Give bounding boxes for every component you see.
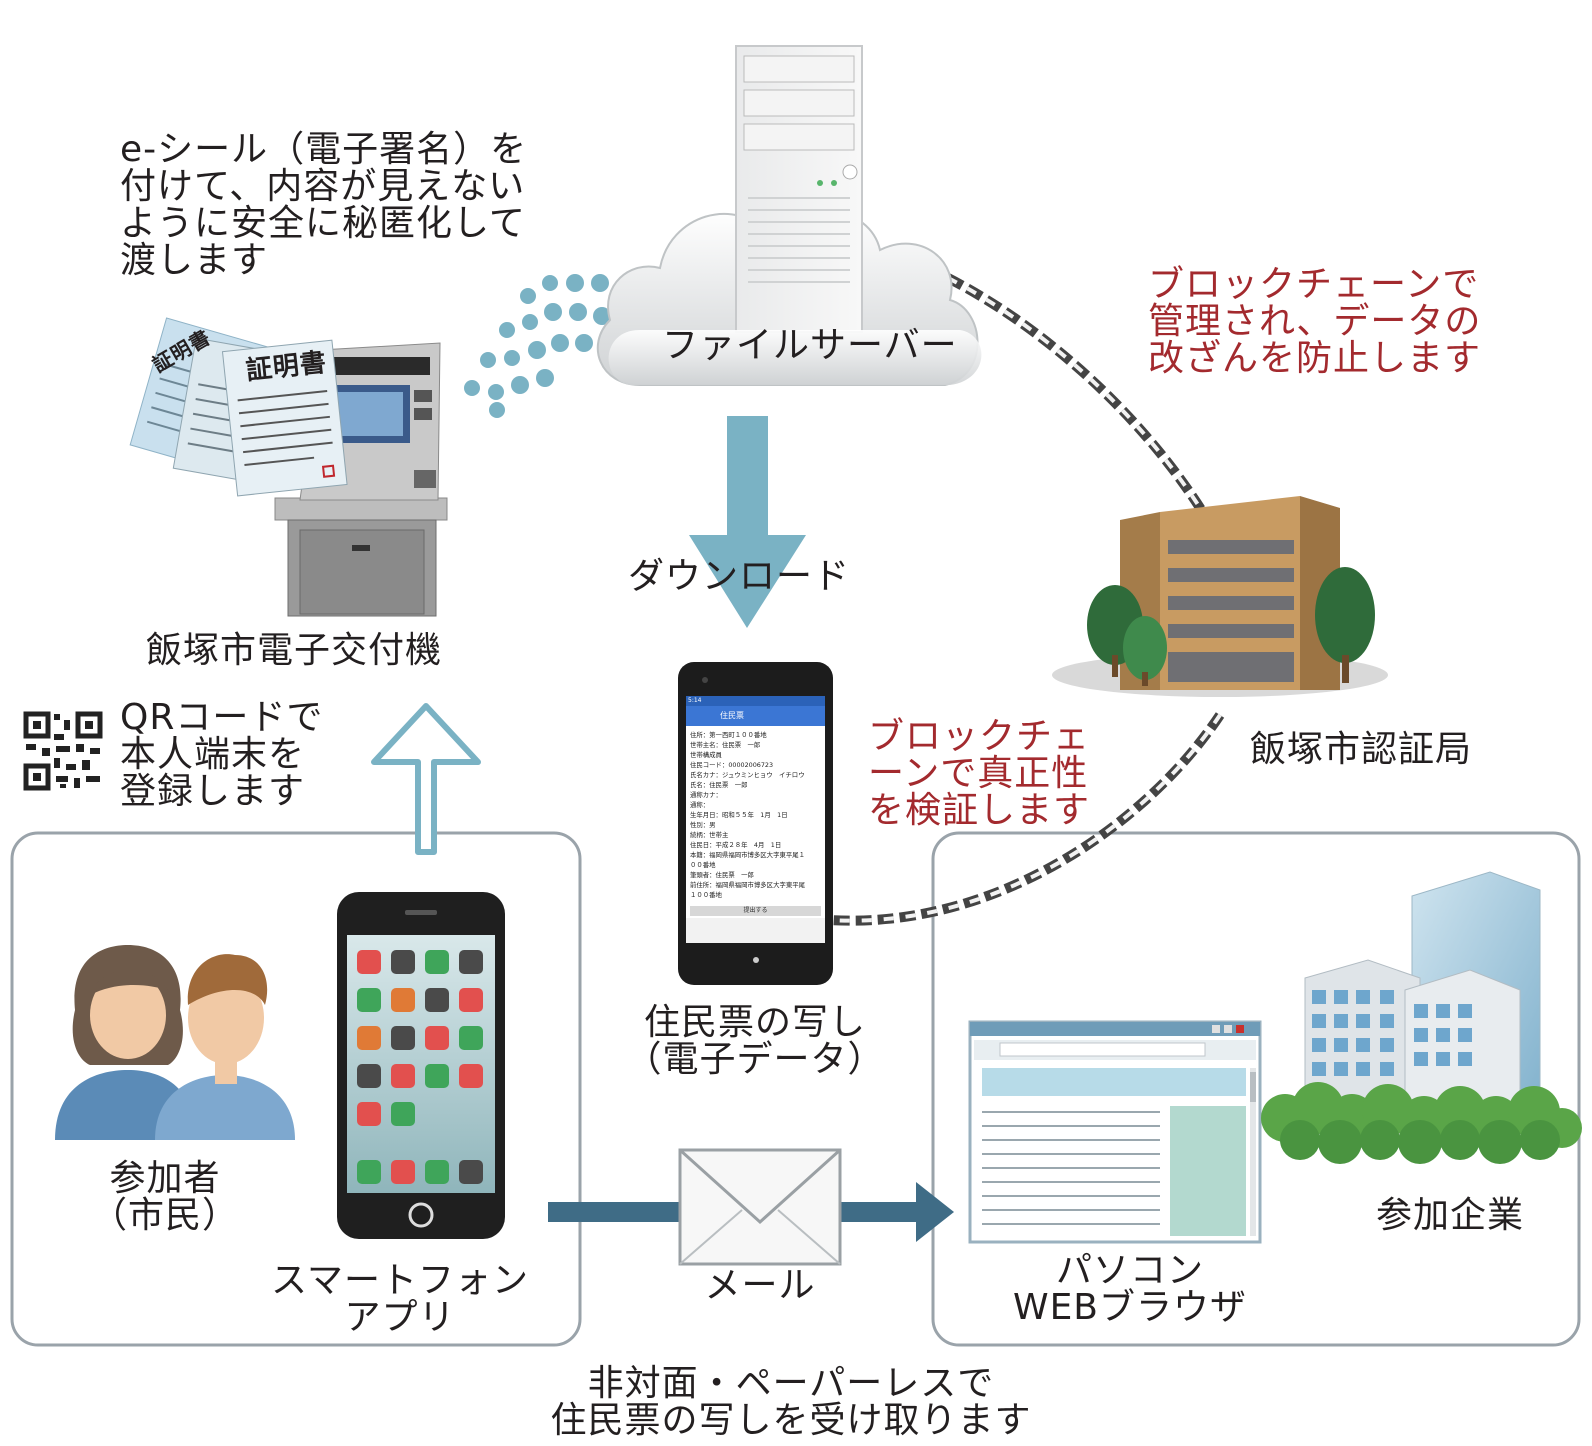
record-line: 性別：男: [690, 821, 716, 829]
company-buildings-icon: [1261, 871, 1582, 1164]
citizens-people-icon: [55, 945, 295, 1140]
record-line: 住民日：平成２８年 4月 1日: [690, 841, 782, 849]
record-line: 世帯主名：住民票 一郎: [690, 741, 761, 749]
envelope-icon: [678, 1148, 842, 1266]
phone-status-time: 5:14: [688, 697, 702, 704]
record-line: 氏名カナ：ジュウミンヒョウ イチロウ: [690, 771, 805, 779]
record-line: 前住所：福岡県福岡市博多区大字東平尾: [690, 881, 806, 889]
download-label: ダウンロード: [628, 556, 851, 597]
eseal-note-label: e-シール（電子署名）を 付けて、内容が見えない ように安全に秘匿化して 渡しま…: [120, 129, 528, 281]
file-server-label: ファイルサーバー: [662, 325, 958, 366]
certificate-documents-icon: [129, 317, 348, 497]
smartphone-app-icon: [337, 892, 505, 1239]
record-line: 本籍：福岡県福岡市博多区大字東平尾１: [690, 851, 806, 859]
blockchain-verify-label: ブロックチェ ーンで真正性 を検証します: [868, 716, 1091, 831]
qr-register-label: QRコードで 本人端末を 登録します: [120, 697, 324, 812]
phone-resident-record: 住所：第一西町１００番地 世帯主名：住民票 一郎 世帯構成員 住民コード：000…: [690, 730, 824, 900]
citizen-area-box: [10, 831, 582, 1347]
participants-label: 参加者 （市民）: [90, 1158, 239, 1236]
bottom-note-label: 非対面・ペーパーレスで 住民票の写しを受け取ります: [550, 1363, 1032, 1441]
record-line: 続柄：世帯主: [690, 831, 729, 839]
record-line: 住所：第一西町１００番地: [690, 731, 767, 739]
phone-submit-button[interactable]: 提出する: [743, 907, 768, 914]
kiosk-machine-icon: [274, 342, 448, 617]
record-line: 氏名：住民票 一郎: [690, 781, 748, 789]
record-line: 世帯構成員: [690, 751, 722, 759]
blockchain-manage-label: ブロックチェーンで 管理され、データの 改ざんを防止します: [1148, 264, 1482, 379]
company-area-box: [931, 831, 1581, 1347]
web-browser-window-icon: [968, 1020, 1262, 1244]
download-arrow: [689, 416, 806, 628]
android-phone-icon: [678, 662, 833, 985]
trees-icon: [1087, 567, 1375, 686]
transmission-dots: [464, 274, 611, 418]
record-line: ００番地: [690, 861, 716, 869]
kiosk-label: 飯塚市電子交付機: [146, 630, 443, 671]
blockchain-chain-lower: [829, 712, 1225, 926]
mail-label: メール: [704, 1265, 816, 1306]
record-line: 通称カナ：: [690, 791, 722, 799]
qr-code-icon: [23, 711, 103, 791]
phone-screen-header: 住民票: [720, 711, 744, 720]
record-line: １００番地: [690, 891, 722, 899]
pc-browser-label: パソコン WEBブラウザ: [1012, 1250, 1248, 1328]
record-line: 筆頭者：住民票 一郎: [690, 871, 754, 879]
resident-copy-label: 住民票の写し （電子データ）: [625, 1002, 885, 1080]
register-up-arrow: [371, 703, 481, 855]
record-line: 住民コード：00002006723: [690, 761, 774, 769]
cert-authority-label: 飯塚市認証局: [1250, 729, 1473, 770]
file-server-icon: [596, 45, 982, 386]
companies-label: 参加企業: [1375, 1195, 1524, 1236]
smartphone-app-label: スマートフォン アプリ: [271, 1260, 529, 1338]
record-line: 生年月日：昭和５５年 1月 1日: [690, 811, 788, 819]
mail-flow-arrowhead: [916, 1182, 954, 1242]
record-line: 通称：: [690, 801, 710, 809]
